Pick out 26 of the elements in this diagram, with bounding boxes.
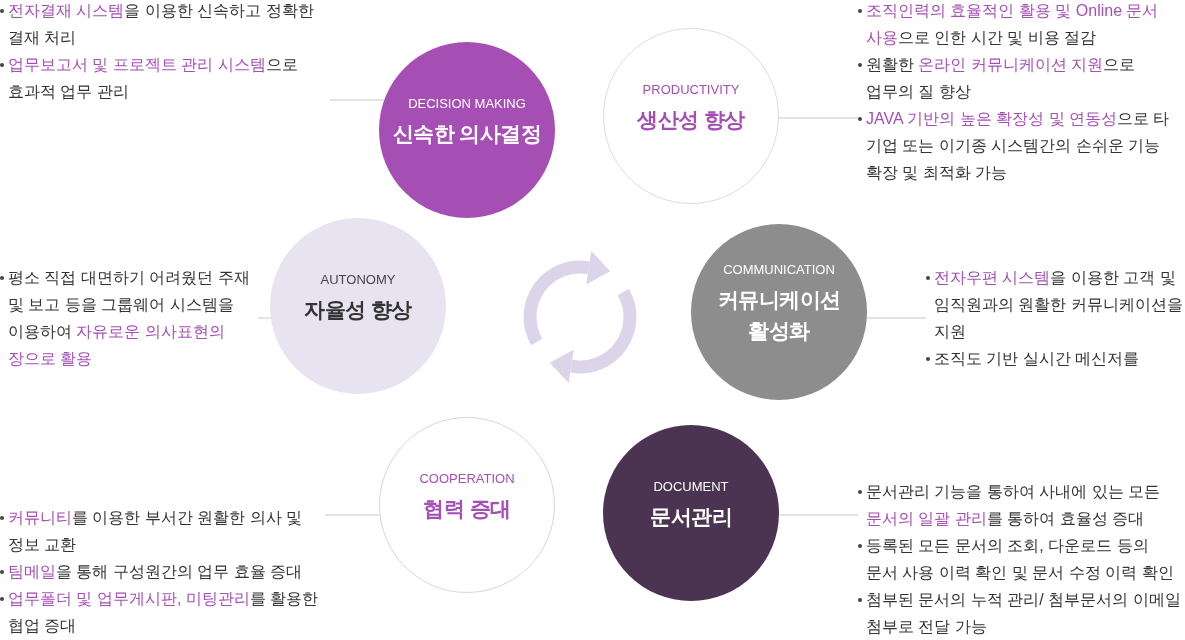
bullet-text: JAVA 기반의 높은 확장성 및 연동성으로 타 기업 또는 이기종 시스템간의 손쉬운 기능 확장 및 최적화 가능 xyxy=(866,109,1171,183)
bullet-text: 조직인력의 효율적인 활용 및 Online 문서 사용으로 인한 시간 및 비용 절감 xyxy=(866,1,1160,48)
bullet-text: 업무보고서 및 프로젝트 관리 시스템으로 효과적 업무 관리 xyxy=(8,55,299,102)
category-label: DOCUMENT xyxy=(653,478,729,495)
circle-title: 문서관리 xyxy=(650,503,732,530)
bullet-text: 전자우편 시스템을 이용한 고객 및 임직원과의 원활한 커뮤니케이션을 지원 xyxy=(934,268,1184,342)
category-label: DECISION MAKING xyxy=(408,95,526,112)
bullet-text: 등록된 모든 문서의 조회, 다운로드 등의 문서 사용 이력 확인 및 문서 수정 이력 확인 xyxy=(866,536,1175,583)
circle-title: 생산성 향상 xyxy=(637,106,745,133)
bullet-text: 평소 직접 대면하기 어려웠던 주재 및 보고 등을 그룹웨어 시스템을 이용하여 자유로운 의사표현의 장으로 활용 xyxy=(8,268,251,369)
bullet-text: 첨부된 문서의 누적 관리/ 첨부문서의 이메일 첨부로 전달 가능 xyxy=(866,590,1182,637)
bullet-text: 업무폴더 및 업무게시판, 미팅관리를 활용한 협업 증대 xyxy=(8,589,320,636)
category-label: COMMUNICATION xyxy=(723,262,835,278)
category-label: AUTONOMY xyxy=(320,271,396,288)
bullet-text: 문서관리 기능을 통하여 사내에 있는 모든 문서의 일괄 관리를 통하여 효율성 증대 xyxy=(866,482,1162,529)
circle-title: 협력 증대 xyxy=(423,495,511,522)
bullet-text: 조직도 기반 실시간 메신저를 xyxy=(934,349,1140,369)
bullet-text: 팀메일을 통해 구성원간의 업무 효율 증대 xyxy=(8,562,303,582)
circle-title: 자율성 향상 xyxy=(304,296,412,323)
category-label: PRODUCTIVITY xyxy=(642,81,740,98)
bullet-text: 원활한 온라인 커뮤니케이션 지원으로 업무의 질 향상 xyxy=(866,55,1137,102)
category-label: COOPERATION xyxy=(419,470,515,487)
circle-title: 커뮤니케이션 활성화 xyxy=(716,287,842,344)
bullet-text: 커뮤니티를 이용한 부서간 원활한 의사 및 정보 교환 xyxy=(8,508,304,555)
circle-title: 신속한 의사결정 xyxy=(392,120,542,147)
bullet-text: 전자결재 시스템을 이용한 신속하고 정확한 결재 처리 xyxy=(8,1,315,48)
